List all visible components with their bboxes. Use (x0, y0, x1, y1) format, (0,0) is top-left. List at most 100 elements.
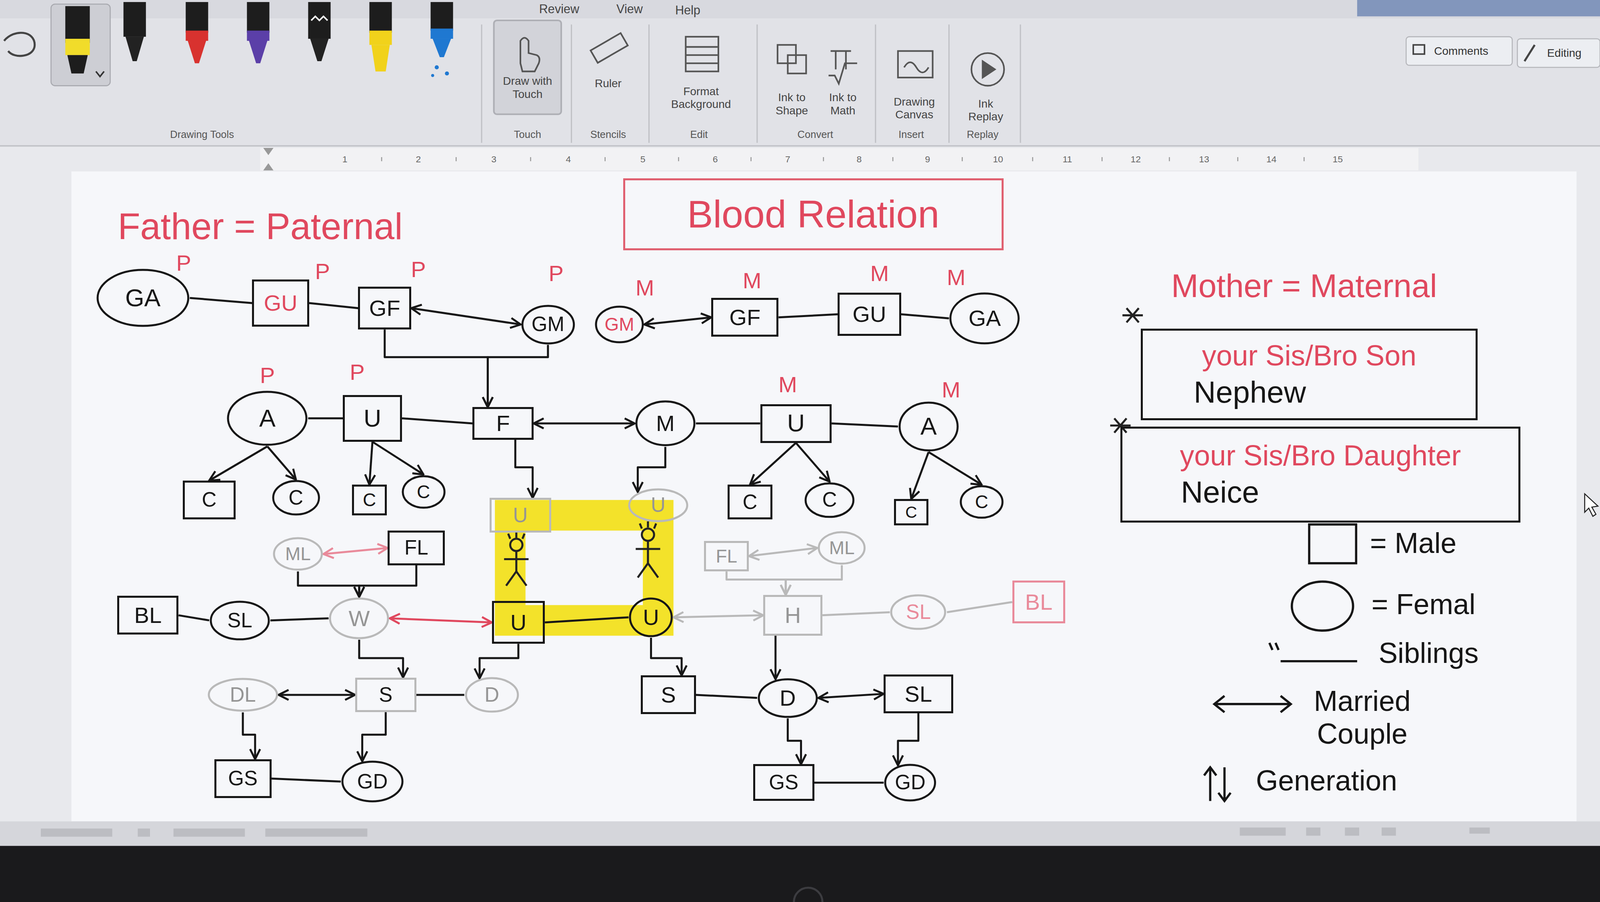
connector (369, 442, 373, 485)
ribbon-label: Touch (514, 128, 542, 141)
connector (178, 615, 210, 621)
male-box: GF (711, 298, 779, 337)
stick-figure (506, 571, 517, 586)
ruler (263, 163, 274, 171)
connector (359, 565, 417, 598)
legend-sample (1280, 660, 1358, 663)
legend-sample (1218, 793, 1231, 802)
ribbon-label: Editing (1547, 46, 1582, 60)
ribbon-icons (904, 62, 929, 73)
relation-code: SL (904, 682, 933, 707)
circle-outline (402, 476, 445, 508)
ribbon (0, 0, 1600, 19)
pen-icons (311, 16, 328, 21)
connector (308, 417, 343, 420)
relation-code: ML (285, 544, 311, 565)
male-box: F (472, 407, 534, 440)
monitor-bezel (0, 846, 1600, 902)
title: Blood Relation (687, 193, 940, 236)
ribbon-label: Comments (1434, 44, 1489, 58)
status-bar (1306, 828, 1321, 836)
connector (818, 694, 884, 698)
status-bar (1469, 828, 1490, 834)
relation-code: F (496, 411, 510, 436)
male-box: BL (1012, 580, 1066, 624)
side-marker: M (635, 274, 655, 301)
connector (323, 548, 388, 554)
relation-code: C (974, 492, 988, 513)
ribbon-label: Stencils (590, 128, 626, 141)
female-circle: SL (209, 600, 271, 642)
legend-label: Married Couple (1301, 684, 1424, 751)
connector (372, 442, 424, 475)
side-marker: P (176, 250, 191, 277)
connector (416, 694, 465, 696)
connector (298, 571, 360, 598)
ruler-number: 14 (1266, 154, 1277, 165)
female-circle: U (628, 597, 674, 638)
note-body: Nephew (1157, 375, 1462, 410)
stick-figure (504, 558, 529, 561)
status-bar (137, 828, 150, 837)
connector (778, 314, 838, 318)
circle-outline (891, 595, 946, 630)
connector (533, 422, 635, 425)
ribbon-label: View (616, 2, 643, 16)
note-heading: your Sis/Bro Daughter (1136, 440, 1504, 472)
relation-code: C (822, 488, 838, 512)
relation-code: C (416, 482, 430, 503)
relation-code: D (484, 684, 500, 707)
female-circle: C (401, 474, 446, 510)
circle-outline (950, 293, 1019, 344)
ribbon-label: Draw with Touch (496, 74, 560, 101)
male-box: U (342, 395, 402, 442)
ruler (530, 157, 532, 162)
connector (479, 644, 519, 679)
ribbon-label: Ruler (594, 77, 622, 90)
legend-label: = Femal (1371, 588, 1476, 621)
relation-code: ML (829, 538, 855, 559)
male-box: GS (214, 759, 272, 799)
relation-code: U (513, 504, 528, 527)
side-heading: Father = Paternal (117, 205, 403, 248)
relation-code: GA (968, 306, 1001, 331)
male-box: GS (753, 764, 815, 802)
relation-code: GU (852, 302, 886, 327)
male-box: FL (704, 541, 749, 572)
legend-sample (1223, 767, 1226, 802)
relation-code: DL (230, 684, 256, 707)
relation-code: M (656, 411, 675, 436)
legend-sample (1209, 767, 1212, 802)
stick-figure (637, 563, 648, 578)
ruler-number: 1 (342, 154, 348, 165)
ruler-number: 6 (712, 154, 718, 165)
relation-code: BL (134, 603, 162, 628)
ribbon-label: Convert (797, 128, 834, 141)
relation-code: BL (1025, 590, 1053, 615)
ribbon-label: Ink to Shape (768, 91, 816, 118)
ruler (263, 148, 274, 156)
ruler-number: 12 (1130, 154, 1142, 165)
ribbon (481, 24, 1021, 143)
pen-icons (432, 38, 452, 58)
connector (362, 712, 386, 762)
circle-outline (330, 598, 388, 639)
connector (796, 443, 830, 482)
toolbar-buttons (1413, 44, 1425, 54)
legend-label: Generation (1256, 764, 1398, 798)
male-box: GU (252, 279, 310, 327)
connector (544, 617, 629, 623)
ribbon-label: Insert (898, 128, 924, 141)
relation-code: U (650, 494, 666, 517)
relation-code: GF (369, 296, 401, 321)
circle-outline (818, 532, 865, 564)
connector (911, 452, 929, 500)
toolbar-buttons (1524, 44, 1535, 62)
relation-code: GD (894, 771, 926, 794)
legend-sample (1214, 696, 1291, 713)
ribbon-icons (898, 51, 933, 78)
status-bar (0, 821, 1600, 846)
relation-code: U (363, 405, 382, 432)
stick-figure (646, 541, 649, 564)
